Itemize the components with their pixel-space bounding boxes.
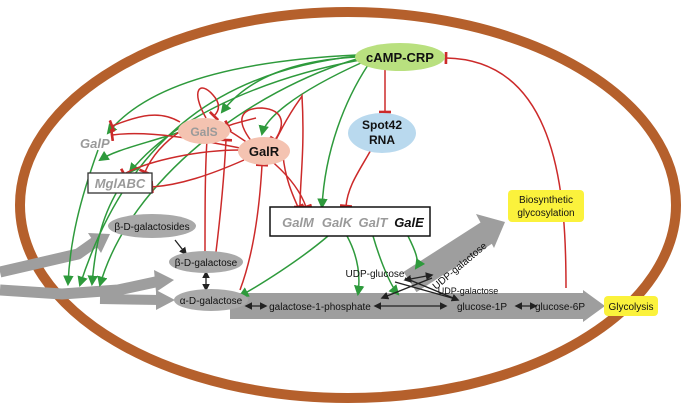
crp-activates-transport-a xyxy=(77,55,358,287)
udpglc-to-glc1p xyxy=(404,277,460,302)
node-camp-crp[interactable]: cAMP-CRP xyxy=(355,43,445,71)
cell-wall xyxy=(15,7,681,403)
galp-label: GalP xyxy=(80,136,110,151)
import-arrowhead-alpha xyxy=(156,290,175,310)
mglabc-transport xyxy=(87,189,119,287)
alpha-galactose-induces-galr xyxy=(239,163,269,291)
glycolysis-represses-crp xyxy=(444,51,567,289)
crp-activates-galmkte xyxy=(317,64,369,210)
galr-represses-galm xyxy=(282,154,305,211)
glucose-6p-label: glucose-6P xyxy=(535,302,585,313)
glycolysis-label: Glycolysis xyxy=(608,302,653,313)
betagalactosides-to-betagalactose xyxy=(174,239,187,256)
alpha-galactose-label: α-D-galactose xyxy=(180,296,243,307)
import-flow-upper xyxy=(0,237,99,278)
galk-label: GalK xyxy=(322,215,354,230)
mglabc-label: MglABC xyxy=(95,176,146,191)
node-beta-galactosides[interactable]: β-D-galactosides xyxy=(108,214,196,238)
udp-exchange-1 xyxy=(394,281,453,299)
galt-to-glucose-1p xyxy=(372,235,400,296)
crp-activates-galr xyxy=(258,61,364,137)
gale-label: GalE xyxy=(394,215,424,230)
gals-represses-galm xyxy=(227,129,313,211)
gals-represses-galp xyxy=(108,114,181,133)
gal-operon-box xyxy=(269,206,431,237)
import-flow-lower xyxy=(0,275,162,300)
galm-to-alpha-galactose xyxy=(238,235,329,298)
import-flow-alpha xyxy=(99,294,161,305)
udp-glucose-label: UDP-glucose xyxy=(346,269,405,280)
activation-arrows xyxy=(63,54,426,298)
galr-represses-mglabc-b xyxy=(150,159,245,194)
crp-activates-galp xyxy=(106,54,358,135)
beta-galactose-label: β-D-galactose xyxy=(175,258,238,269)
node-spot42-rna[interactable]: Spot42 RNA xyxy=(348,113,416,153)
galm-label: GalM xyxy=(282,215,315,230)
udp-exchange-2 xyxy=(380,277,433,300)
crp-activates-mglabc xyxy=(128,59,361,174)
galr-label: GalR xyxy=(249,144,280,159)
galr-represses-mglabc xyxy=(119,149,241,180)
spot42-represses-galk xyxy=(339,147,373,208)
node-beta-galactose[interactable]: β-D-galactose xyxy=(169,251,243,273)
galt-label: GalT xyxy=(359,215,389,230)
node-biosynthetic-glycosylation[interactable]: Biosynthetic glycosylation xyxy=(508,190,584,222)
galr-represses-gals xyxy=(224,117,257,132)
spot42-label: Spot42 xyxy=(362,118,402,132)
node-glycolysis[interactable]: Glycolysis xyxy=(604,296,658,316)
galk-to-galactose-1p xyxy=(346,235,365,297)
gale-to-udp-galactose xyxy=(407,235,426,270)
beta-galactosides-label: β-D-galactosides xyxy=(114,222,189,233)
crp-activates-transport-b xyxy=(97,57,361,288)
spot42-rna-label: RNA xyxy=(369,133,395,147)
camp-crp-label: cAMP-CRP xyxy=(366,50,434,65)
galp-transport xyxy=(63,149,99,287)
glycosylation-label: glycosylation xyxy=(517,208,574,219)
beta-galactose-induces-gals-b xyxy=(200,138,214,256)
node-alpha-galactose[interactable]: α-D-galactose xyxy=(174,289,248,311)
gals-label: GalS xyxy=(190,125,217,139)
galr-loop-galmkte xyxy=(271,93,307,209)
udp-galactose-label-b: UDP-galactose xyxy=(438,286,499,296)
reaction-arrows xyxy=(174,239,538,310)
glucose-1p-label: glucose-1P xyxy=(457,302,507,313)
galactose-1p-label: galactose-1-phosphate xyxy=(269,302,371,313)
udp-galactose-arrowhead xyxy=(476,214,505,248)
import-arrowhead-lower xyxy=(154,270,174,292)
gals-autorepression xyxy=(197,87,220,122)
import-arrowhead-upper xyxy=(88,233,110,253)
node-gals[interactable]: GalS xyxy=(178,118,230,144)
biosynthetic-label: Biosynthetic xyxy=(519,195,573,206)
main-flow-arrowhead xyxy=(583,290,605,322)
beta-galactose-induces-gals xyxy=(214,138,233,261)
node-galr[interactable]: GalR xyxy=(238,137,290,165)
repression-arrows xyxy=(108,51,567,291)
gals-represses-mglabc xyxy=(138,129,183,176)
galr-autorepression xyxy=(241,107,283,145)
mglabc-box xyxy=(87,172,153,194)
